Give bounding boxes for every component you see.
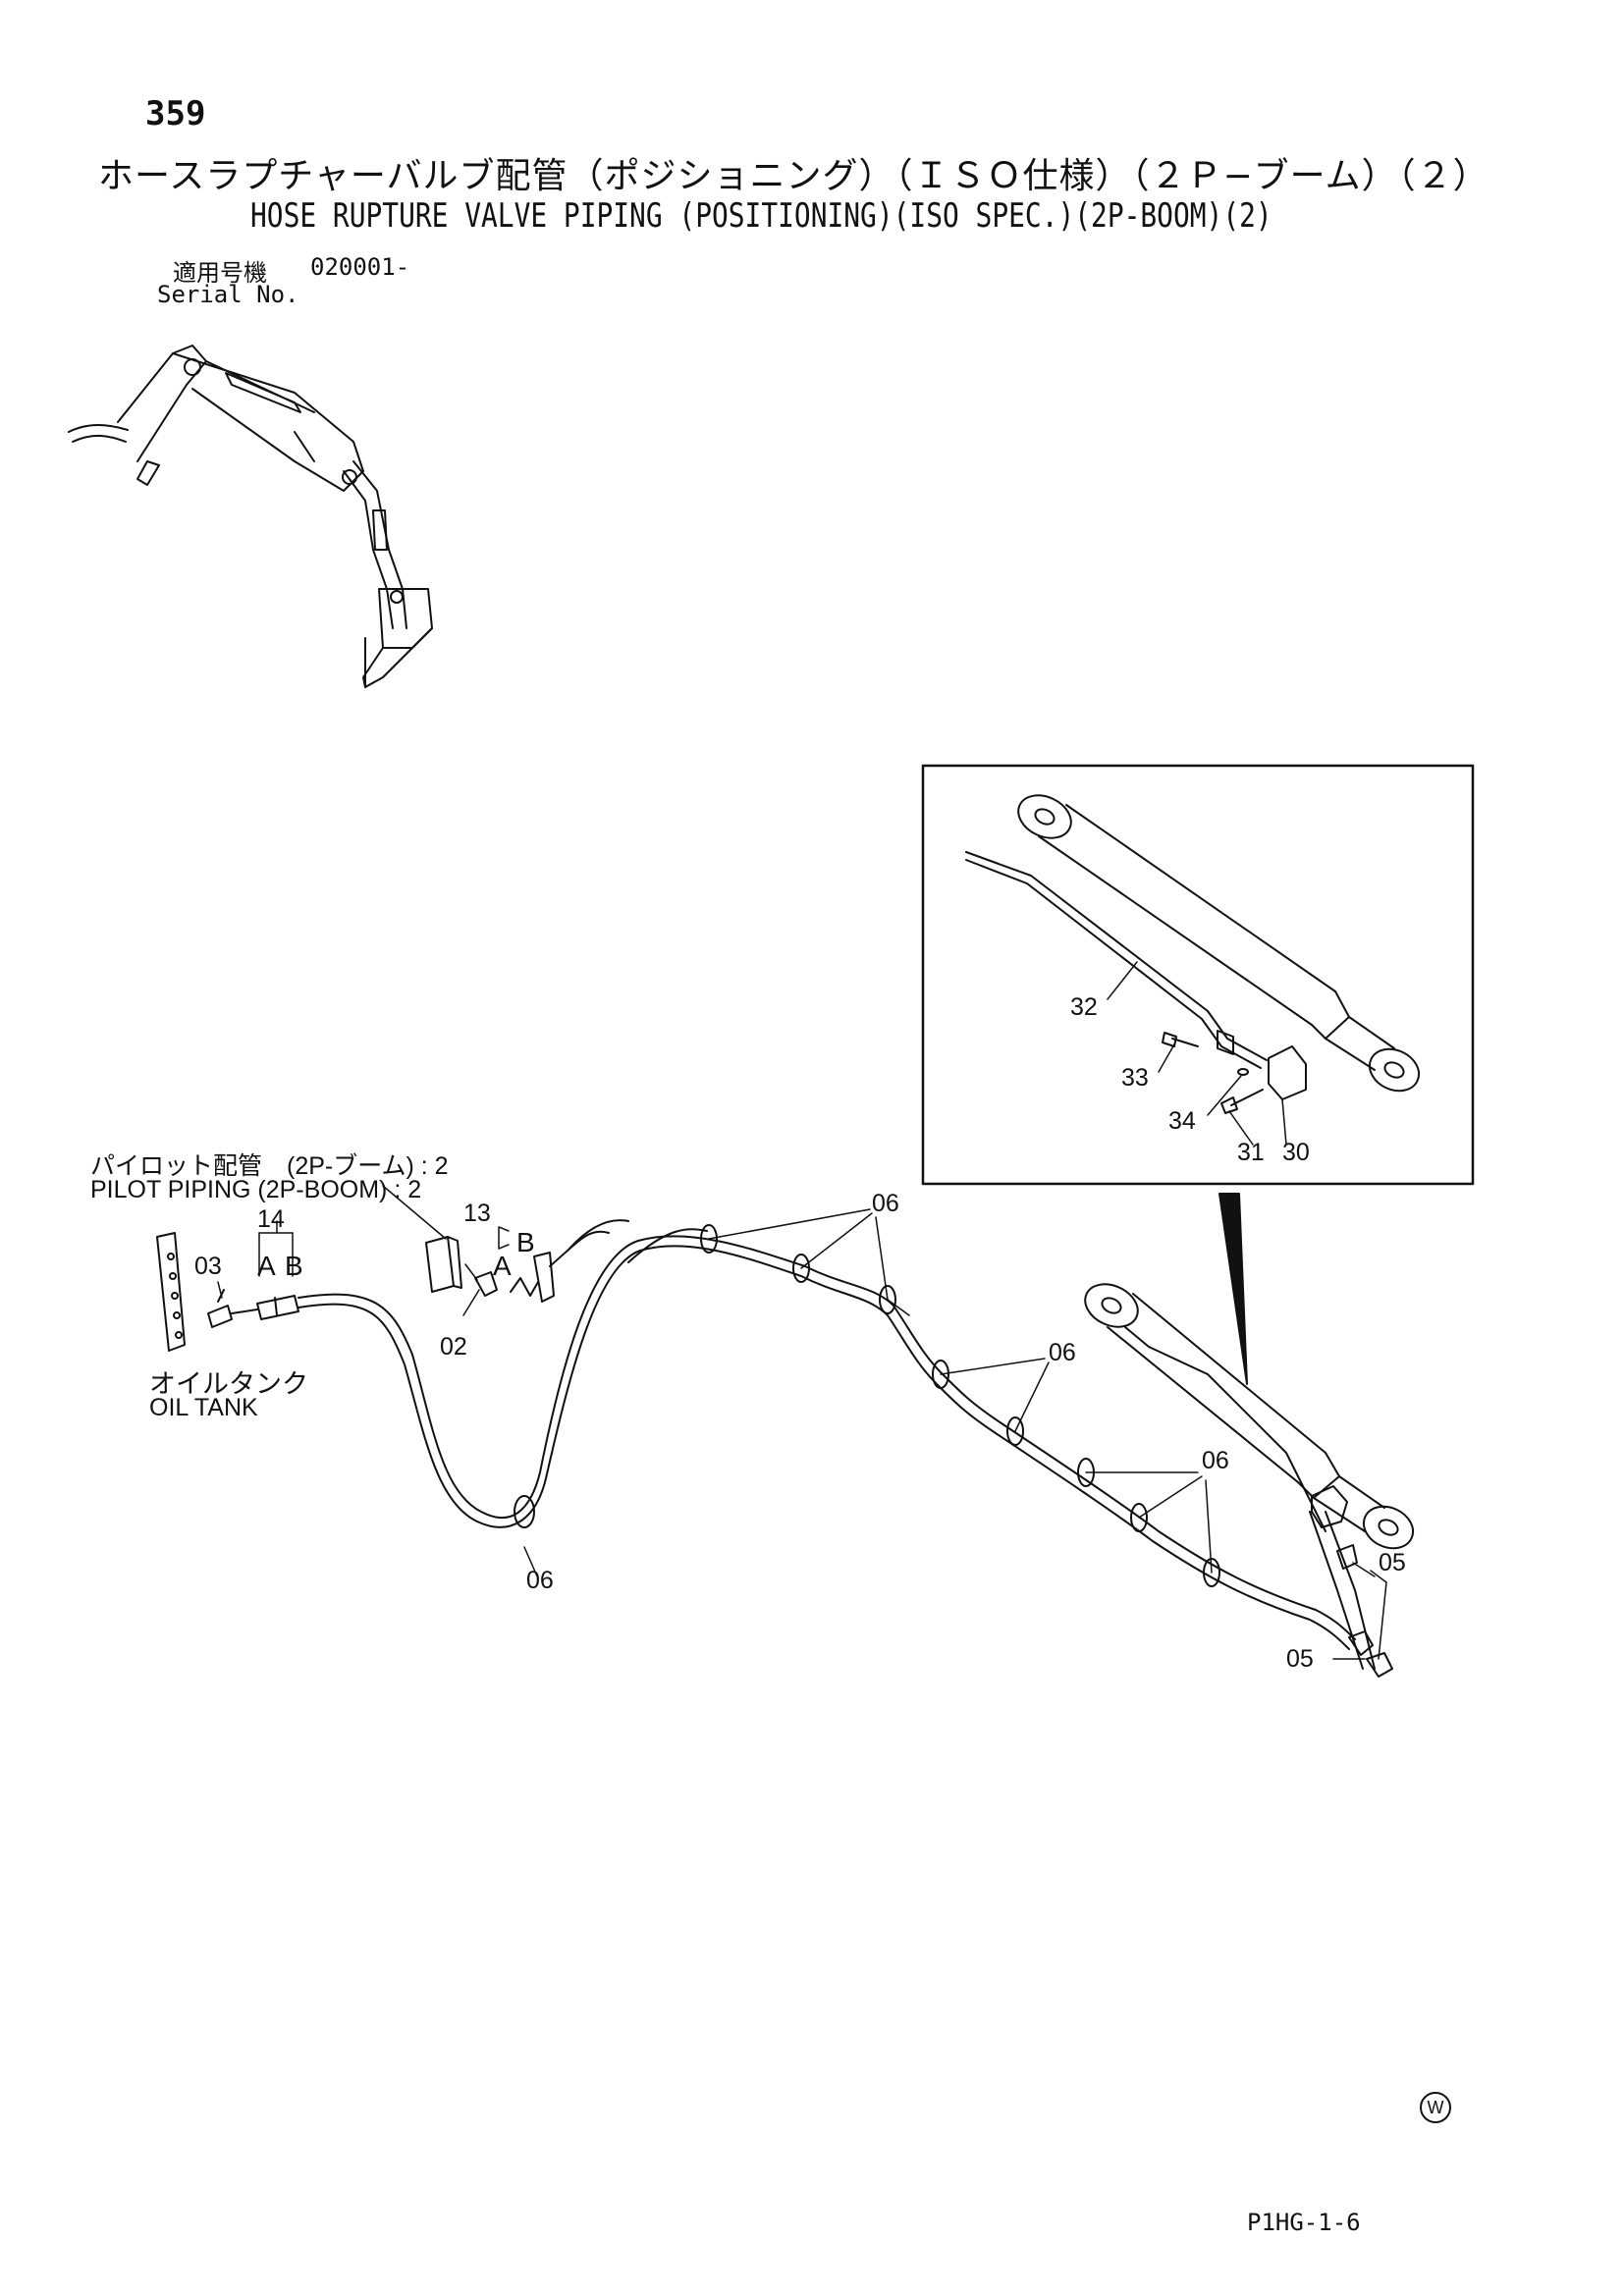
port-label-a: A — [257, 1251, 276, 1281]
oil-tank-label-ja: オイルタンク — [149, 1369, 308, 1399]
page-number: 359 — [145, 94, 206, 133]
part-number-05-lower: 05 — [1286, 1645, 1314, 1673]
part-number-06-bottom: 06 — [526, 1567, 554, 1594]
leader-lines — [217, 1185, 1387, 1660]
part-number-03: 03 — [194, 1253, 222, 1280]
port-label-a2: A — [493, 1251, 512, 1281]
part-number-06-right: 06 — [1202, 1447, 1229, 1474]
part-number-30: 30 — [1282, 1139, 1310, 1166]
pilot-piping-label-en: PILOT PIPING (2P-BOOM) : 2 — [90, 1176, 422, 1203]
hose-run — [298, 1228, 1393, 1678]
pilot-piping-label-ja: パイロット配管 (2P-ブーム) : 2 — [90, 1152, 449, 1180]
inset-leader-lines — [1107, 961, 1287, 1146]
figure-code: P1HG-1-6 — [1247, 2209, 1361, 2236]
pilot-hose-loop — [568, 1219, 629, 1250]
serial-value: 020001- — [310, 253, 410, 281]
excavator-arm-thumbnail — [68, 345, 433, 688]
hose-clamps — [514, 1224, 1220, 1587]
part-number-06-middle: 06 — [1049, 1339, 1076, 1366]
oil-tank-plate — [156, 1232, 186, 1352]
part-number-31: 31 — [1237, 1139, 1265, 1166]
serial-label-english: Serial No. — [157, 281, 299, 308]
part-number-32: 32 — [1070, 993, 1098, 1021]
port-label-b2: B — [516, 1227, 535, 1257]
main-cylinder — [1084, 1283, 1415, 1670]
part-number-06-top: 06 — [872, 1190, 899, 1217]
part-number-05-upper: 05 — [1379, 1549, 1406, 1576]
port-label-b: B — [285, 1251, 303, 1281]
serial-label-japanese: 適用号機 — [173, 259, 267, 287]
part-number-13: 13 — [463, 1200, 491, 1227]
inset-cylinder — [1017, 794, 1421, 1093]
inset-pointer — [1218, 1193, 1248, 1385]
part-number-14: 14 — [257, 1205, 285, 1233]
inset-pipe — [965, 851, 1307, 1100]
w-mark: W — [1420, 2092, 1451, 2123]
title-japanese: ホースラプチャーバルブ配管（ポジショニング）（ＩＳＯ仕様）（２Ｐ−ブーム）（２） — [98, 156, 1489, 196]
part-number-34: 34 — [1168, 1107, 1196, 1135]
part-number-02: 02 — [440, 1333, 467, 1361]
inset-fasteners — [1162, 1032, 1264, 1114]
detail-inset-frame — [921, 764, 1475, 1186]
part-number-33: 33 — [1121, 1064, 1149, 1092]
pilot-block — [425, 1236, 555, 1303]
oil-tank-label-en: OIL TANK — [149, 1394, 258, 1421]
title-english: HOSE RUPTURE VALVE PIPING (POSITIONING)(… — [250, 196, 1272, 236]
